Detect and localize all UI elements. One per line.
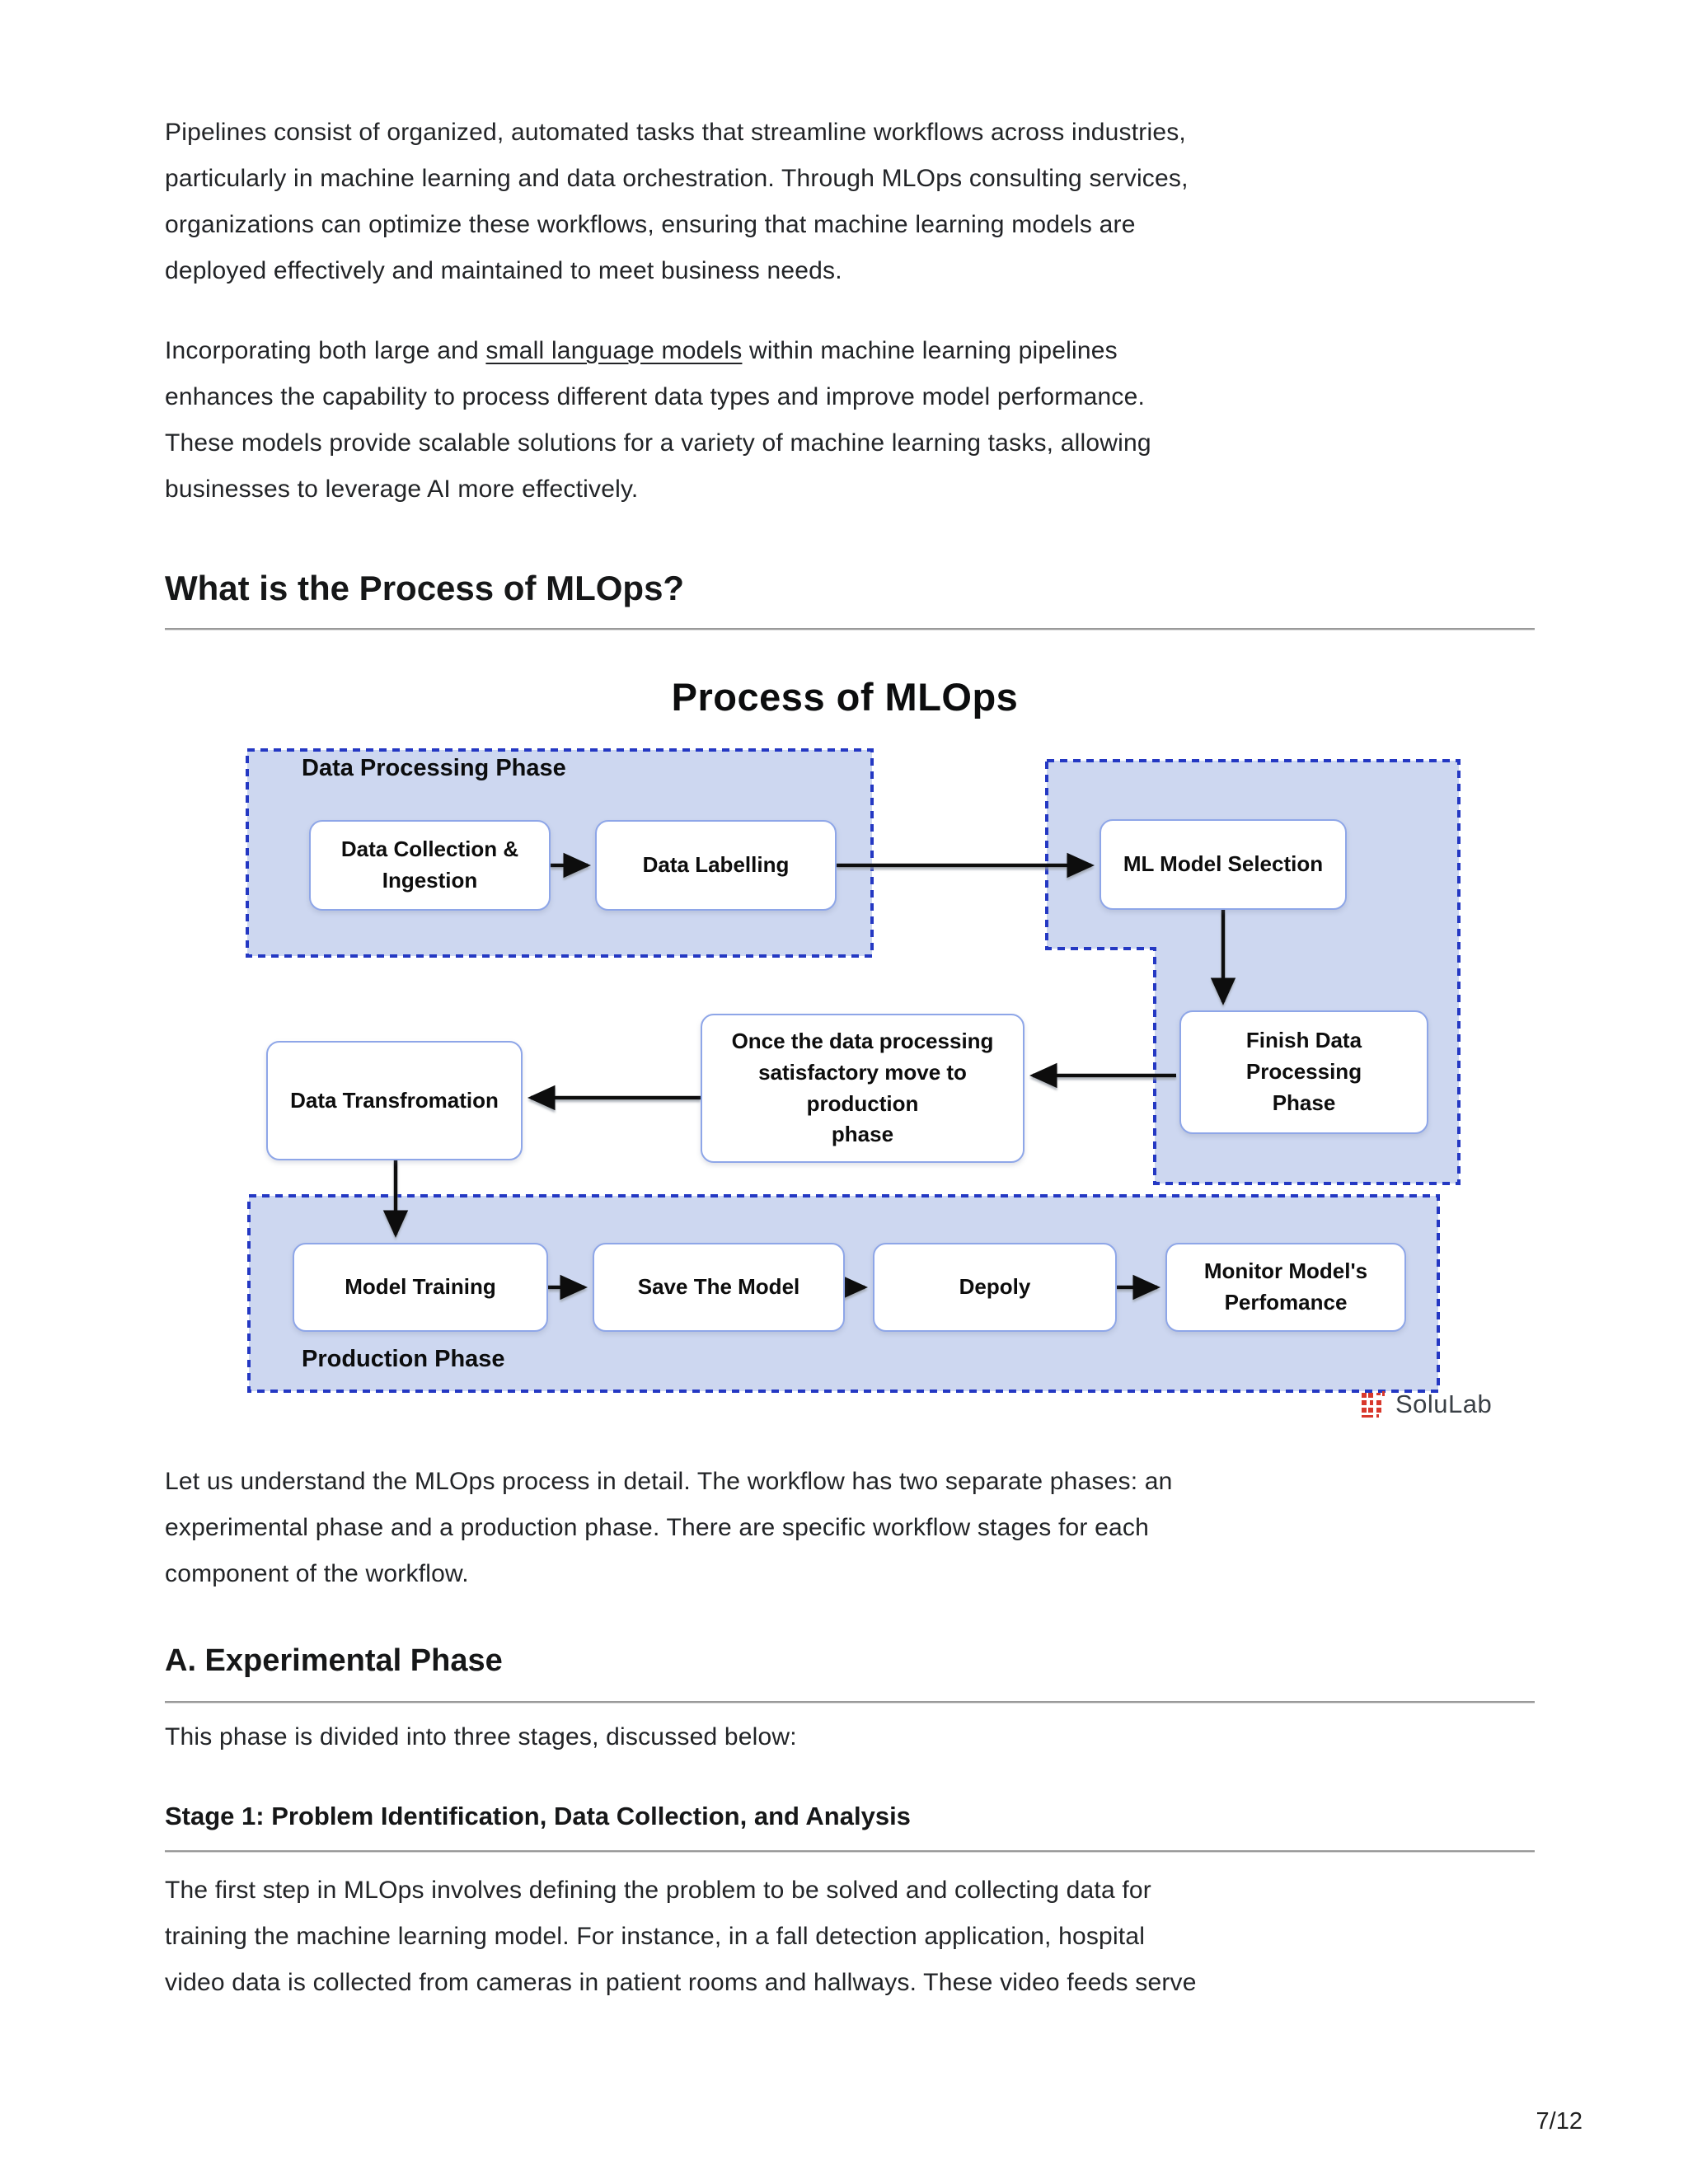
- node-data-labelling: Data Labelling: [595, 820, 837, 911]
- node-data-collection-ingestion: Data Collection & Ingestion: [309, 820, 551, 911]
- solulab-grid-icon: [1362, 1391, 1385, 1418]
- node-save-the-model: Save The Model: [593, 1243, 845, 1332]
- paragraph-pipelines: Pipelines consist of organized, automate…: [165, 119, 1189, 284]
- heading-stage1: Stage 1: Problem Identification, Data Co…: [165, 1802, 911, 1830]
- paragraph-models: Incorporating both large and small langu…: [165, 328, 1537, 513]
- solulab-logo-text: SoluLab: [1395, 1390, 1493, 1418]
- page-number: 7/12: [1536, 2108, 1582, 2135]
- paragraph-models-suffix: within machine learning pipelines enhanc…: [165, 337, 1151, 503]
- paragraph-understand-process: Let us understand the MLOps process in d…: [165, 1468, 1173, 1587]
- node-deploy: Depoly: [873, 1243, 1117, 1332]
- diagram-title: Process of MLOps: [671, 675, 1019, 719]
- production-phase-label: Production Phase: [302, 1346, 505, 1372]
- node-model-training: Model Training: [293, 1243, 548, 1332]
- node-finish-data-processing: Finish Data Processing Phase: [1179, 1010, 1428, 1134]
- node-once-satisfactory: Once the data processing satisfactory mo…: [701, 1014, 1025, 1163]
- node-ml-model-selection: ML Model Selection: [1100, 819, 1347, 910]
- diagram-arrows: [382, 852, 1236, 1301]
- solulab-logo: SoluLab: [1358, 1390, 1492, 1419]
- heading-experimental-rule: [165, 1701, 1535, 1704]
- node-data-transformation: Data Transfromation: [266, 1041, 523, 1160]
- paragraph-first-step: The first step in MLOps involves definin…: [165, 1877, 1197, 1996]
- paragraph-three-stages: This phase is divided into three stages,…: [165, 1723, 797, 1750]
- heading-stage1-rule: [165, 1850, 1535, 1853]
- heading-process-of-mlops: What is the Process of MLOps?: [165, 569, 685, 607]
- paragraph-models-prefix: Incorporating both large and: [165, 337, 486, 364]
- mlops-process-diagram: Process of MLOps Data Processing Phase P…: [124, 651, 1566, 1434]
- node-monitor-performance: Monitor Model's Perfomance: [1165, 1243, 1406, 1332]
- small-language-models-link[interactable]: small language models: [485, 337, 743, 364]
- heading-experimental-phase: A. Experimental Phase: [165, 1643, 503, 1678]
- data-processing-phase-label: Data Processing Phase: [302, 755, 566, 781]
- heading-process-rule: [165, 628, 1535, 630]
